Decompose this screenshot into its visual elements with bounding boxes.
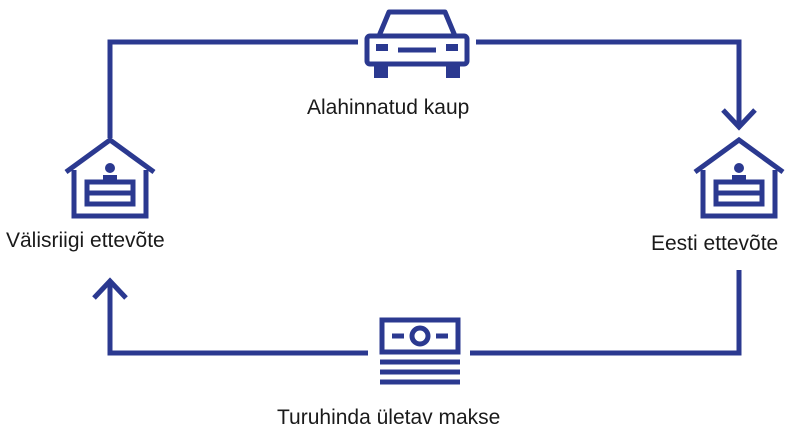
flow-line-top-left — [107, 39, 358, 138]
flow-line-bottom-left — [107, 283, 368, 356]
company-building-icon — [693, 136, 785, 219]
node-label-estonian-company: Eesti ettevõte — [651, 232, 779, 255]
node-label-undervalued-goods: Alahinnatud kaup — [307, 96, 470, 119]
node-label-above-market-payment: Turuhinda ületav makse — [277, 406, 501, 429]
money-stack-icon — [379, 317, 461, 385]
node-label-foreign-company: Välisriigi ettevõte — [6, 229, 165, 252]
arrowhead-left-up — [92, 277, 128, 300]
company-building-icon — [64, 136, 156, 219]
flow-line-bottom-right — [470, 270, 742, 356]
arrowhead-right-down — [721, 108, 757, 131]
flow-line-top-right — [476, 39, 742, 125]
car-icon — [364, 9, 470, 78]
